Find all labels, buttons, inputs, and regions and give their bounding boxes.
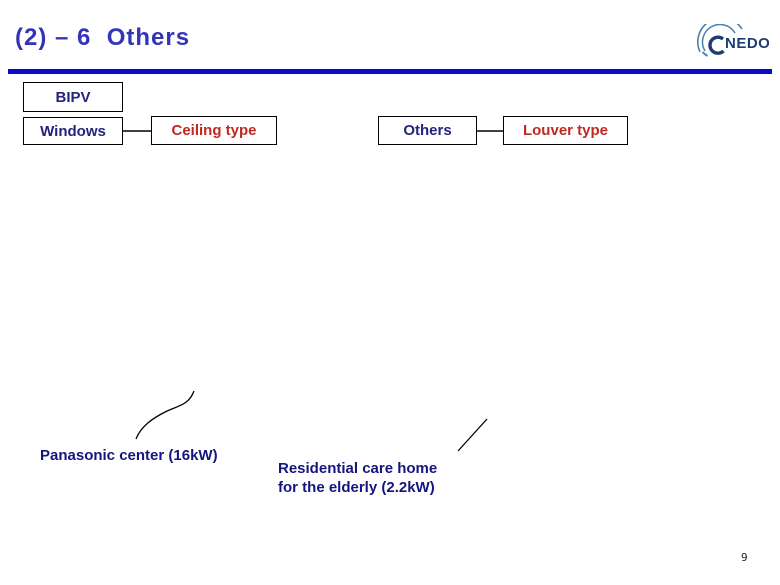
others-label: Others: [403, 122, 452, 139]
title-divider: [8, 69, 772, 74]
nedo-logo-text: NEDO: [725, 35, 769, 52]
residential-callout-line: [457, 418, 488, 452]
nedo-logo-arcs-icon: NEDO: [697, 17, 770, 57]
louver-type-label: Louver type: [522, 122, 609, 139]
residential-caption-line2: for the elderly (2.2kW): [278, 479, 435, 496]
page-title: (2) – 6 Others: [15, 24, 191, 51]
panasonic-caption: Panasonic center (16kW): [40, 447, 218, 464]
others-box: Others: [378, 116, 477, 145]
ceiling-type-box: Ceiling type: [151, 116, 277, 145]
windows-label: Windows: [40, 122, 106, 140]
panasonic-callout-curve: [135, 390, 195, 440]
ceiling-type-label: Ceiling type: [171, 122, 257, 139]
bipv-box: BIPV: [23, 82, 123, 112]
louver-type-box: Louver type: [503, 116, 628, 145]
windows-box: Windows: [23, 117, 123, 145]
bipv-label: BIPV: [55, 88, 91, 106]
nedo-logo: NEDO: [697, 17, 770, 60]
residential-caption: Residential care home for the elderly (2…: [278, 459, 437, 497]
page-number: 9: [741, 551, 748, 564]
residential-caption-line1: Residential care home: [278, 460, 438, 477]
